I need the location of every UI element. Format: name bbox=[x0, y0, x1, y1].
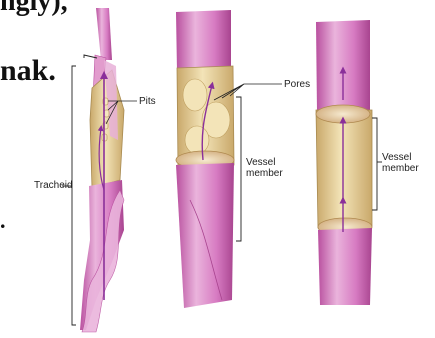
vessel-member-label-middle: Vessel member bbox=[246, 157, 283, 179]
vessel-middle-bubble bbox=[183, 79, 207, 111]
vessel-member-label-line: member bbox=[382, 163, 419, 174]
pores-label: Pores bbox=[284, 79, 310, 90]
tracheid-top-wall bbox=[96, 8, 112, 60]
vessel-right-lumen bbox=[316, 110, 372, 228]
pits-label: Pits bbox=[139, 96, 156, 107]
vessel-right-lower-wall bbox=[318, 228, 372, 305]
tracheid-bracket bbox=[72, 66, 76, 325]
vessel-middle-bubble bbox=[185, 126, 209, 154]
vessel-member-label-line: Vessel bbox=[382, 152, 419, 163]
vessel-middle-lower-wall bbox=[176, 163, 234, 308]
vessel-member-right bbox=[316, 20, 372, 305]
tracheid-cell bbox=[80, 8, 124, 332]
vessel-member-label-line: member bbox=[246, 168, 283, 179]
vessel-member-label-right: Vessel member bbox=[382, 152, 419, 174]
vessel-right-bracket bbox=[372, 118, 377, 210]
vessel-member-middle bbox=[176, 10, 234, 308]
tracheid-label: Tracheid bbox=[34, 180, 73, 191]
vessel-middle-top-wall bbox=[176, 10, 231, 72]
vessel-member-label-line: Vessel bbox=[246, 157, 283, 168]
vessel-middle-bracket bbox=[236, 97, 241, 241]
